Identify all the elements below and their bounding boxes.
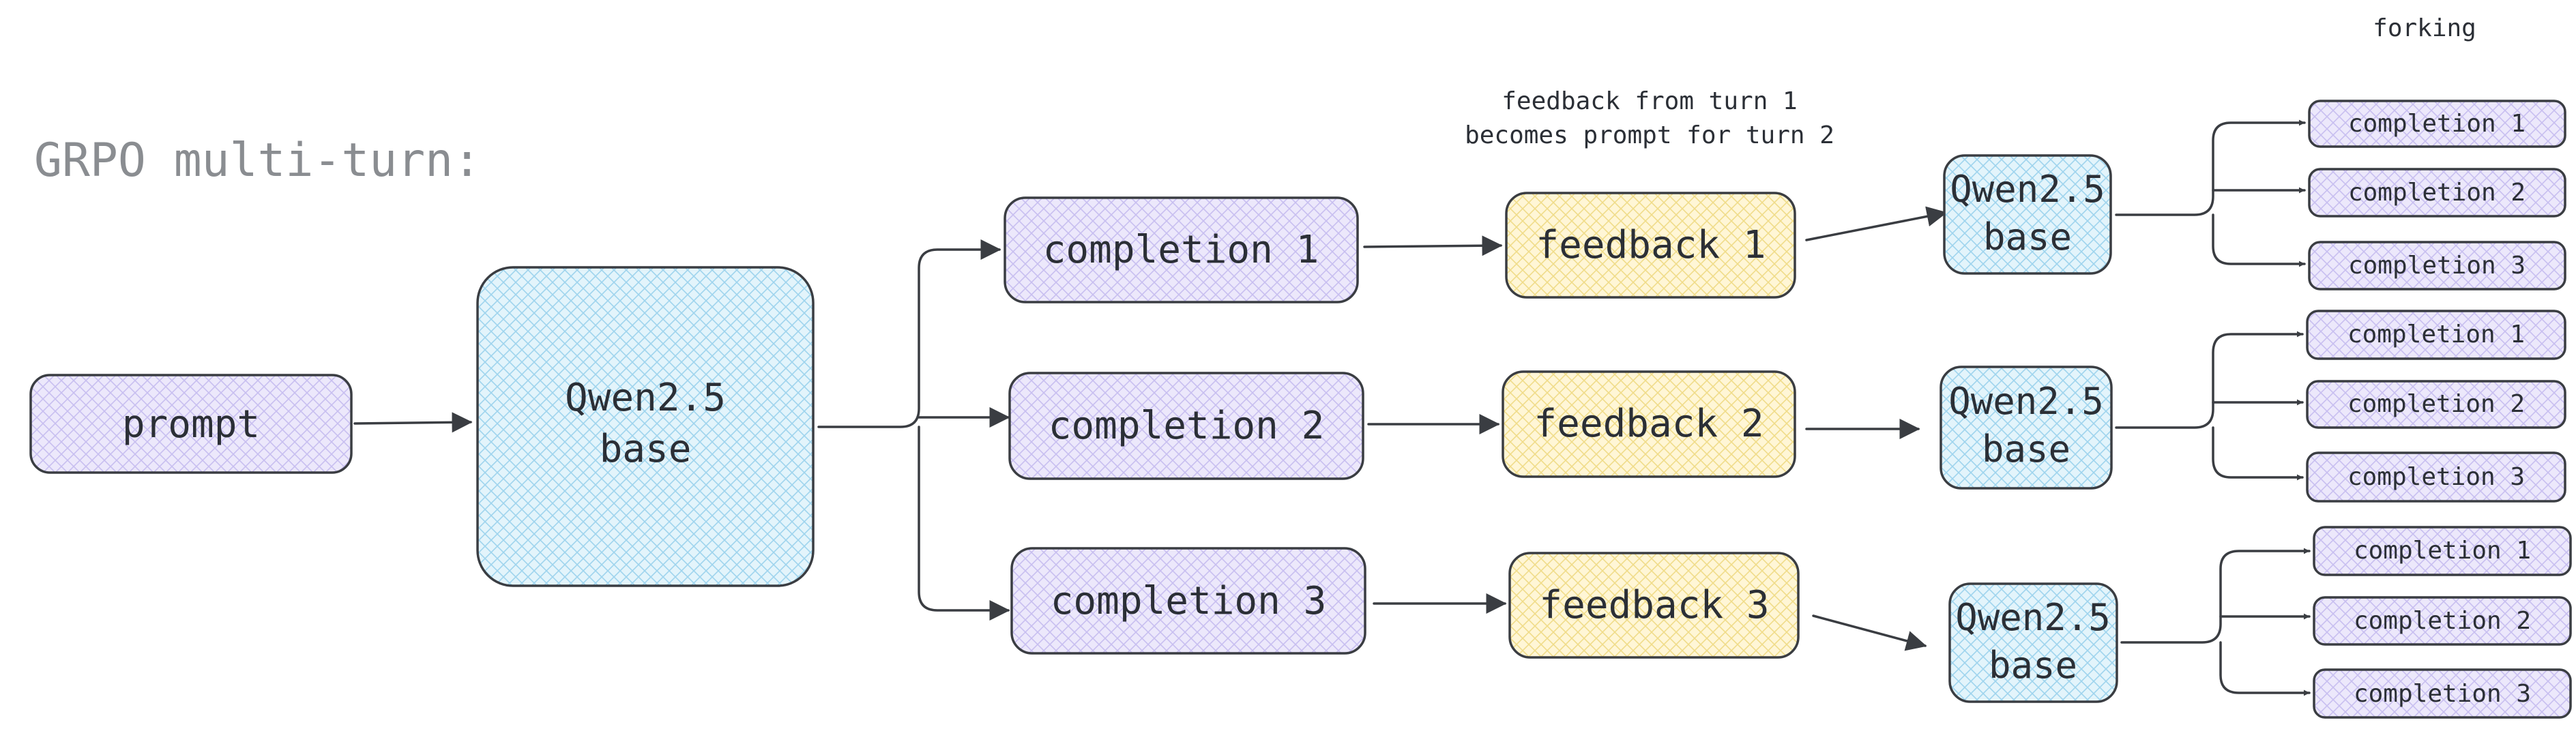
fork-completion-label: completion 1	[2348, 110, 2526, 138]
feedback-label: feedback 1	[1536, 223, 1766, 267]
completion-label: completion 1	[1043, 228, 1319, 272]
edges	[353, 119, 2311, 696]
fork-completion-1: completion 1	[2308, 100, 2566, 148]
fork-completion-2: completion 2	[2306, 380, 2566, 429]
fork-completion-label: completion 1	[2354, 537, 2531, 565]
fork-model-node: Qwen2.5 base	[1943, 154, 2112, 275]
fork-completion-label: completion 3	[2347, 463, 2525, 491]
fork-completion-3: completion 3	[2306, 451, 2566, 503]
feedback-label: feedback 3	[1539, 583, 1769, 627]
feedback-label: feedback 2	[1534, 402, 1763, 446]
fork-completion-3: completion 3	[2313, 668, 2572, 719]
fork-completion-label: completion 1	[2347, 321, 2525, 348]
edge-fork-1-to-completion-1	[2115, 119, 2306, 216]
base-model-label-line-2: base	[600, 427, 692, 471]
base-model-label-line-1: Qwen2.5	[565, 376, 726, 420]
edge-fork-1-to-completion-3	[2212, 213, 2306, 267]
fork-model-label-line-2: base	[1989, 644, 2077, 687]
fork-model-label-line-1: Qwen2.5	[1950, 168, 2105, 211]
fork-completion-label: completion 2	[2348, 179, 2526, 207]
edge-fork-2-to-completion-3	[2212, 426, 2304, 481]
edge-base-to-completion-1	[817, 239, 1001, 428]
fork-model-label-line-2: base	[1982, 428, 2070, 471]
edge-base-to-completion-3	[918, 426, 1010, 621]
fork-model-label-line-1: Qwen2.5	[1955, 596, 2111, 639]
edge-completion-1-to-feedback-1	[1363, 235, 1503, 256]
fork-completion-3: completion 3	[2308, 241, 2566, 291]
edge-fork-3-to-completion-3	[2219, 641, 2311, 696]
fork-completion-label: completion 2	[2354, 607, 2531, 635]
fork-model-label-line-1: Qwen2.5	[1948, 380, 2104, 423]
fork-model-node: Qwen2.5 base	[1940, 366, 2113, 490]
fork-completion-1: completion 1	[2306, 310, 2566, 360]
fork-completion-2: completion 2	[2313, 596, 2572, 646]
fork-completion-label: completion 2	[2347, 390, 2525, 418]
completion-label: completion 2	[1049, 404, 1325, 448]
base-model-node: Qwen2.5 base	[476, 266, 815, 587]
completion-node-1: completion 1	[1004, 196, 1359, 303]
feedback-node-1: feedback 1	[1505, 192, 1796, 299]
completion-label: completion 3	[1051, 579, 1327, 623]
completion-node-3: completion 3	[1010, 547, 1366, 655]
fork-completion-label: completion 3	[2354, 680, 2531, 708]
fork-group-1: Qwen2.5 base completion 1 completion 2 c…	[1943, 100, 2566, 291]
forking-label: forking	[2373, 14, 2476, 42]
fork-completion-2: completion 2	[2308, 168, 2566, 218]
fork-group-3: Qwen2.5 base completion 1 completion 2 c…	[1948, 526, 2572, 719]
fork-completion-label: completion 3	[2348, 252, 2526, 280]
feedback-node-2: feedback 2	[1502, 370, 1796, 478]
feedback-node-3: feedback 3	[1508, 552, 1800, 659]
completion-node-2: completion 2	[1008, 372, 1364, 480]
fork-completion-1: completion 1	[2313, 526, 2572, 576]
fork-model-label-line-2: base	[1983, 215, 2072, 258]
edge-feedback-3-to-fork-model-3	[1812, 614, 1927, 651]
fork-group-2: Qwen2.5 base completion 1 completion 2 c…	[1940, 310, 2566, 503]
prompt-label: prompt	[122, 402, 260, 447]
fork-model-node: Qwen2.5 base	[1948, 582, 2118, 703]
edge-prompt-to-base	[353, 412, 473, 433]
turn-note-line-2: becomes prompt for turn 2	[1465, 121, 1834, 149]
edge-feedback-1-to-fork-model-1	[1805, 206, 1948, 241]
edge-fork-2-to-completion-1	[2115, 331, 2304, 429]
turn-note-line-1: feedback from turn 1	[1502, 87, 1797, 115]
prompt-node: prompt	[29, 374, 353, 474]
diagram-title: GRPO multi-turn:	[34, 134, 481, 188]
edge-fork-3-to-completion-1	[2120, 548, 2311, 644]
